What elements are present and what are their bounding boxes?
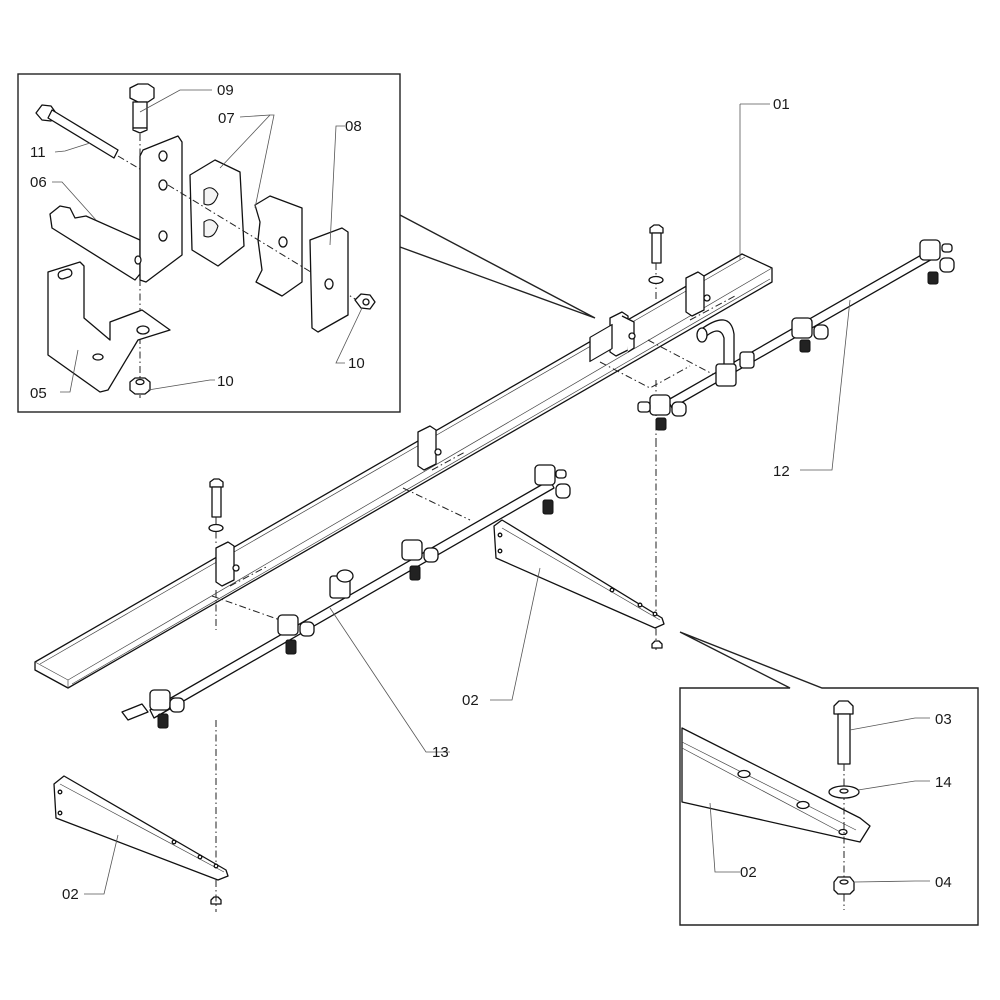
boom-bolt-left <box>208 478 224 630</box>
leader-13 <box>329 607 450 753</box>
spray-pipe-13: 13 <box>121 464 571 761</box>
detail-frame-clamp <box>17 73 401 413</box>
leader-07-top <box>239 114 271 118</box>
boom-bolt-right <box>648 224 664 440</box>
leader-10-bottom <box>147 379 215 391</box>
leader-06 <box>52 181 97 221</box>
nut-10-bottom <box>129 377 151 395</box>
callout-06: 06 <box>30 174 47 191</box>
nozzle-13b <box>277 614 315 655</box>
callout-03: 03 <box>935 711 952 728</box>
nozzle-13a <box>121 689 185 729</box>
bracket-02-right: 02 <box>462 519 665 709</box>
detail-box-clamp: 09 07 08 11 06 05 10 10 <box>17 73 596 413</box>
callout-04: 04 <box>935 874 952 891</box>
nozzle-12a <box>637 394 687 431</box>
leader-08 <box>329 125 345 246</box>
clamp-4 <box>215 541 240 587</box>
leader-02-left <box>84 834 119 895</box>
callout-09: 09 <box>217 82 234 99</box>
callout-10-right: 10 <box>348 355 365 372</box>
leader-11 <box>54 142 91 153</box>
spray-pipe-12: 12 <box>637 239 955 480</box>
callout-10-bottom: 10 <box>217 373 234 390</box>
callout-08: 08 <box>345 118 362 135</box>
callout-07: 07 <box>218 110 235 127</box>
leader-12 <box>800 299 851 471</box>
leader-10-right <box>335 307 363 364</box>
callout-13: 13 <box>432 744 449 761</box>
callout-14: 14 <box>935 774 952 791</box>
leader-09 <box>139 89 212 113</box>
clamp-3 <box>417 425 442 471</box>
nozzle-13d <box>534 464 571 515</box>
leader-14 <box>857 780 930 791</box>
callout-12: 12 <box>773 463 790 480</box>
callout-11: 11 <box>30 144 46 161</box>
leader-02-right <box>490 567 541 701</box>
callout-02-left: 02 <box>62 886 79 903</box>
nut-10-right <box>354 293 376 310</box>
detail-pointer-clamp <box>399 214 596 319</box>
clamp-1 <box>589 311 636 363</box>
plate-08 <box>309 227 349 333</box>
boom-clamps <box>211 271 781 621</box>
callout-01: 01 <box>773 96 790 113</box>
leader-03 <box>849 717 930 731</box>
nozzle-13c <box>401 539 439 581</box>
callout-02-detail: 02 <box>740 864 757 881</box>
detail-box-bracket: 03 14 04 02 <box>679 631 979 926</box>
callout-02-right: 02 <box>462 692 479 709</box>
bracket-02-left: 02 <box>53 775 229 912</box>
bracket-05 <box>47 261 171 393</box>
plate-06 <box>49 135 183 283</box>
detail-frame-bracket <box>679 631 979 926</box>
leader-02-detail <box>709 802 740 873</box>
clamp-2 <box>685 271 711 317</box>
bolt-11 <box>35 104 151 176</box>
leader-04 <box>854 880 930 883</box>
leader-07 <box>219 114 275 209</box>
callout-05: 05 <box>30 385 47 402</box>
nozzle-12c <box>919 239 955 285</box>
leader-05 <box>60 349 79 393</box>
nozzle-12b <box>791 317 829 353</box>
